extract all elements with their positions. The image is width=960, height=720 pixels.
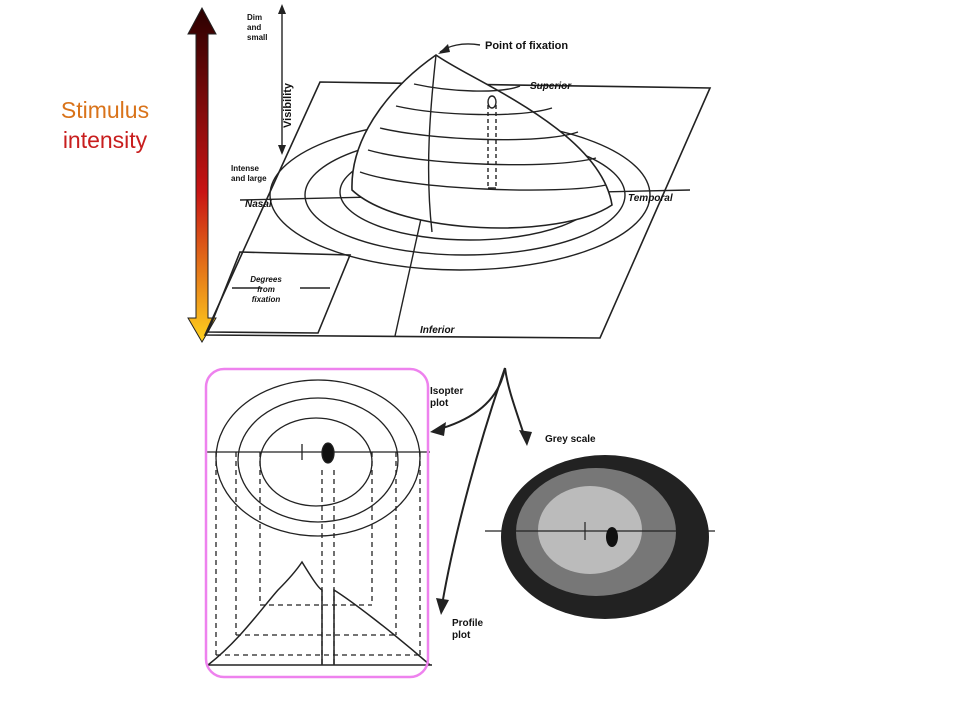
stimulus-word: Stimulus: [60, 97, 150, 123]
degrees-line-2: from: [257, 285, 275, 294]
degrees-line-3: fixation: [252, 295, 281, 304]
degrees-line-1: Degrees: [250, 275, 282, 284]
dim-small-line-1: Dim: [247, 13, 262, 22]
plot-pointer-arrows: [430, 367, 532, 615]
isopter-plot-line-1: Isopter: [430, 386, 463, 397]
profile-plot-line-2: plot: [452, 630, 471, 641]
temporal-label: Temporal: [628, 193, 673, 204]
stimulus-intensity-label: Stimulus intensity: [40, 95, 170, 155]
nasal-label: Nasal: [245, 199, 272, 210]
hill-of-vision: [203, 4, 712, 339]
isopter-plot-line-2: plot: [430, 398, 449, 409]
grey-scale-label: Grey scale: [545, 434, 596, 445]
intensity-word: intensity: [62, 127, 148, 153]
dim-small-line-3: small: [247, 33, 267, 42]
visual-field-plane: [203, 81, 712, 339]
superior-label: Superior: [530, 81, 572, 92]
degrees-inset: [206, 251, 352, 334]
intense-large-line-1: Intense: [231, 164, 260, 173]
stimulus-intensity-arrow: [187, 6, 217, 343]
intense-large-line-2: and large: [231, 174, 267, 183]
inferior-label: Inferior: [420, 325, 456, 336]
dim-small-line-2: and: [247, 23, 261, 32]
isopter-profile-plot: [205, 379, 432, 666]
grey-scale-plot: [485, 455, 715, 619]
visibility-label: Visibility: [282, 82, 294, 128]
isopter-profile-highlight: [204, 367, 430, 679]
profile-plot-line-1: Profile: [452, 618, 484, 629]
point-of-fixation-label: Point of fixation: [485, 40, 568, 52]
